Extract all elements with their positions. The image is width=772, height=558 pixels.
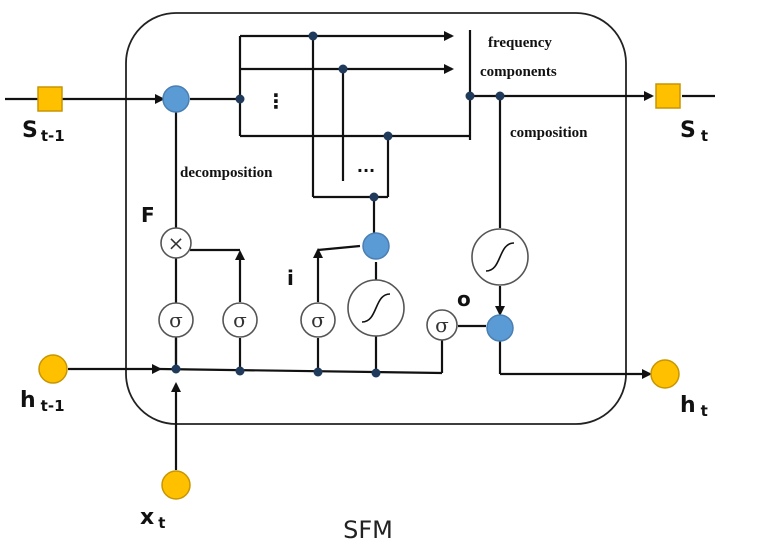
tanh-curve-input-icon: [361, 293, 391, 323]
output-gate-label: o: [457, 287, 471, 311]
multiply-gate: [160, 227, 192, 259]
sigma-gate-4: [426, 309, 458, 341]
sigma-gate-3: [300, 302, 336, 338]
hidden-prev-node: [38, 354, 68, 384]
input-gate-label: i: [287, 266, 294, 290]
horizontal-ellipsis: ···: [357, 161, 375, 180]
frequency-label: frequency: [488, 35, 552, 51]
sigma-symbol-2: σ: [233, 308, 247, 332]
x-input-node: [161, 470, 191, 500]
state-next-node: [655, 83, 681, 109]
vertical-ellipsis: ⋮: [266, 89, 286, 113]
forget-gate-label: F: [141, 203, 155, 227]
multiply-symbol: ×: [168, 231, 185, 255]
sigma-symbol-4: σ: [435, 313, 449, 337]
components-label: components: [480, 64, 557, 80]
tanh-curve-output-icon: [485, 242, 515, 272]
decomposition-label: decomposition: [180, 165, 273, 181]
sigma-symbol-3: σ: [311, 308, 325, 332]
hidden-next-node: [650, 359, 680, 389]
decomposition-node: [162, 85, 190, 113]
junction-dots: [171, 31, 505, 378]
sigma-symbol-1: σ: [169, 308, 183, 332]
composition-label: composition: [510, 125, 588, 141]
sigma-gate-1: [158, 302, 194, 338]
hidden-bus: [159, 367, 443, 375]
sigma-gate-2: [222, 302, 258, 338]
i-sigma-to-node: [317, 244, 361, 252]
sfm-cell-boundary: [125, 12, 627, 425]
diagram-title: SFM: [343, 516, 393, 544]
output-gate-node: [486, 314, 514, 342]
state-prev-node: [37, 86, 63, 112]
input-gate-node: [362, 232, 390, 260]
